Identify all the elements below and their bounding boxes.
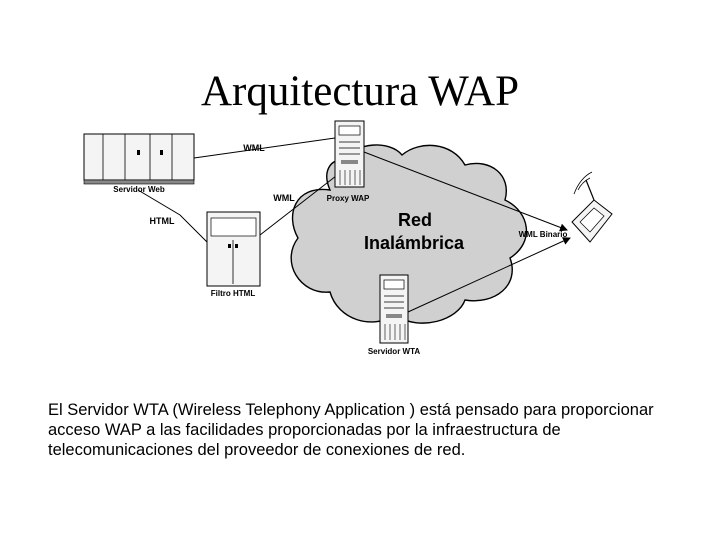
edge-label-web-proxy: WML: [243, 143, 265, 153]
connections: [137, 137, 571, 313]
wta-server-label: Servidor WTA: [368, 347, 421, 356]
web-server-label: Servidor Web: [113, 185, 165, 194]
wap-architecture-diagram: Red Inalámbrica Servidor Web Proxy WAP: [83, 120, 613, 356]
mobile-phone-icon: [571, 171, 613, 243]
proxy-server-icon: [334, 120, 365, 188]
edge-label-web-filter: HTML: [150, 216, 175, 226]
network-label-line2: Inalámbrica: [364, 233, 465, 253]
network-label-line1: Red: [398, 210, 432, 230]
edge-wta-to-phone: [407, 237, 571, 313]
proxy-label: Proxy WAP: [327, 194, 370, 203]
edge-web-to-proxy: [193, 137, 336, 159]
wta-server-icon: [379, 274, 409, 344]
edge-proxy-to-phone: [363, 151, 568, 232]
html-filter-icon: [206, 211, 261, 287]
html-filter-label: Filtro HTML: [211, 289, 256, 298]
slide-title: Arquitectura WAP: [200, 68, 520, 115]
edge-filter-to-proxy: [259, 175, 337, 236]
web-server-icon: [83, 133, 195, 185]
edge-label-proxy-phone: WML Binario: [519, 230, 568, 239]
edge-label-filter-proxy: WML: [273, 193, 295, 203]
wireless-network-cloud: Red Inalámbrica: [290, 144, 527, 324]
caption-text: El Servidor WTA (Wireless Telephony Appl…: [48, 401, 654, 459]
edge-web-to-filter: [137, 189, 208, 243]
